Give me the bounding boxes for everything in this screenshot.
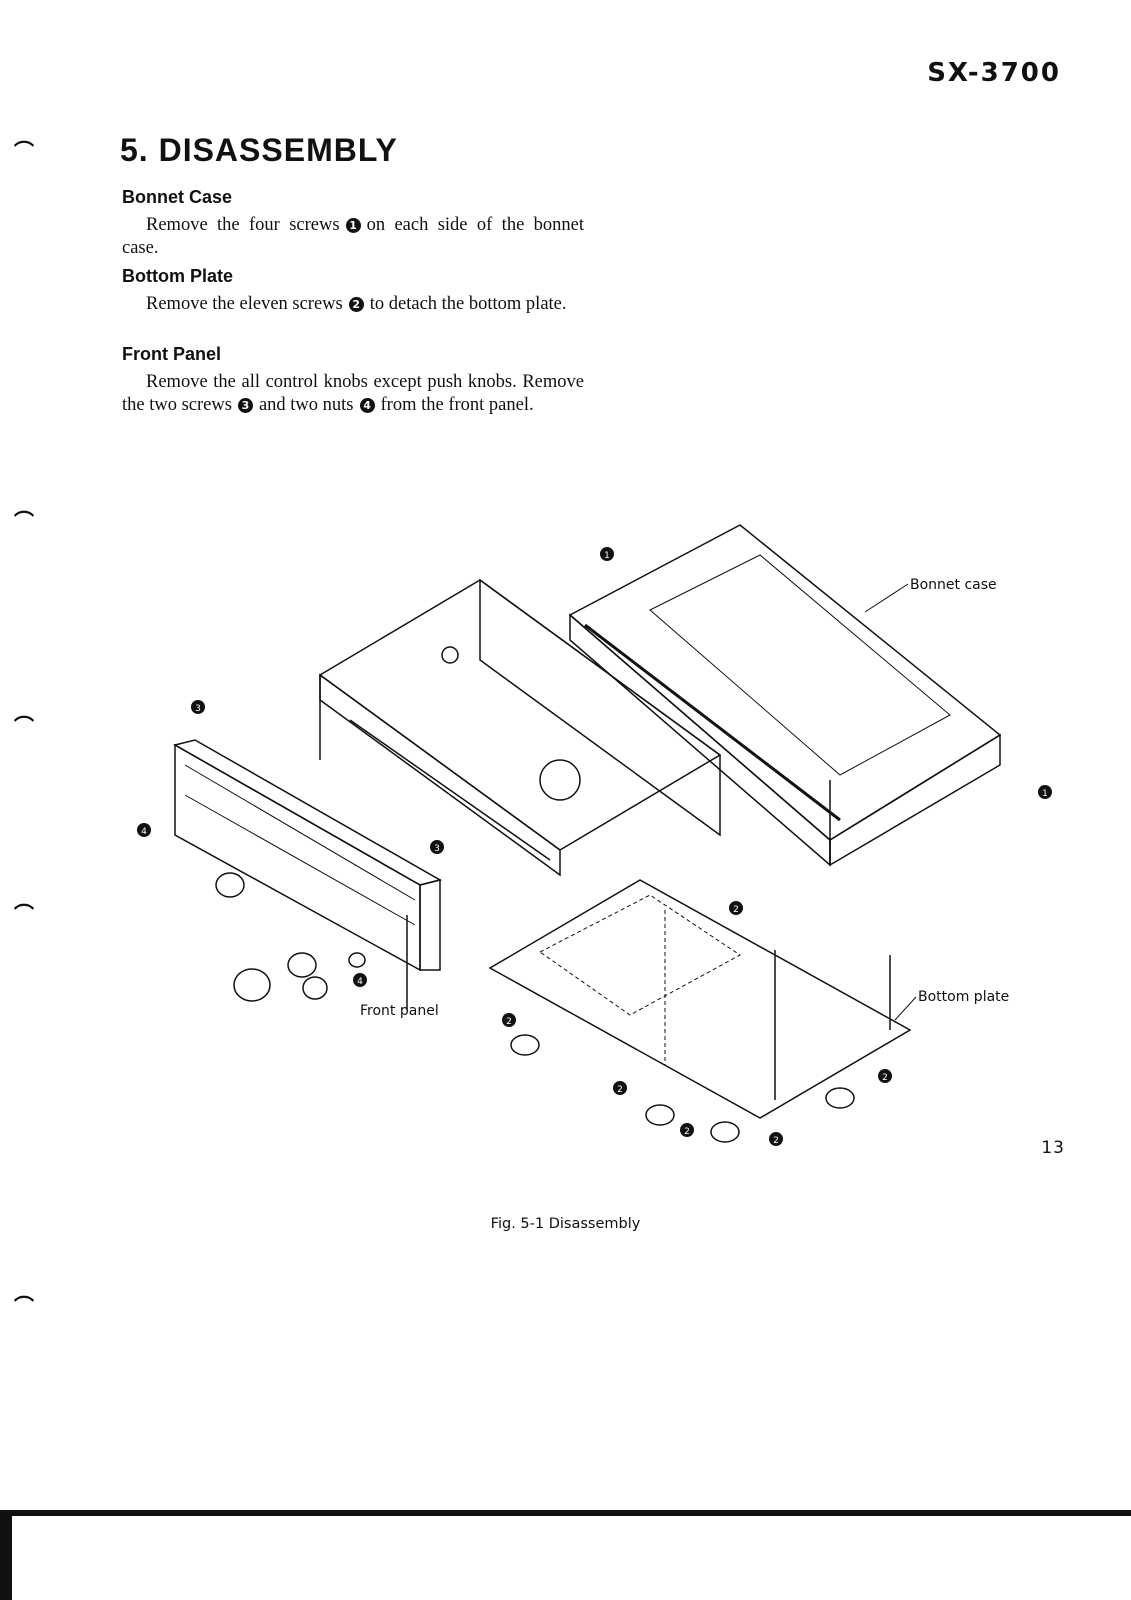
marker-2: 2 [733, 905, 739, 915]
section-heading: Front Panel [122, 344, 222, 364]
marker-2: 2 [773, 1136, 779, 1146]
section-front-panel: Front Panel Remove the all control knobs… [122, 344, 584, 417]
bottom-plate-drawing [488, 879, 912, 1143]
marker-2: 2 [617, 1085, 623, 1095]
marker-1: 1 [604, 551, 610, 561]
marker-1: 1 [1042, 789, 1048, 799]
figure-caption: Fig. 5-1 Disassembly [490, 1216, 641, 1232]
label-bonnet-case: Bonnet case [910, 577, 997, 593]
marker-3: 3 [434, 844, 440, 854]
callout-number: 1 [345, 218, 361, 234]
page-number: 13 [1041, 1138, 1065, 1158]
callout-number: 2 [348, 297, 364, 313]
label-front-panel: Front panel [360, 1003, 439, 1019]
section-text: Remove the all control knobs except push… [122, 372, 584, 415]
marker-3: 3 [195, 704, 201, 714]
front-panel-drawing [173, 739, 442, 1010]
section-heading: Bottom Plate [122, 266, 234, 286]
marker-2: 2 [684, 1127, 690, 1137]
bottom-rule [0, 1510, 1131, 1516]
marker-4: 4 [357, 977, 363, 987]
page-title: 5. DISASSEMBLY [120, 132, 398, 168]
callout-markers: 1 1 3 3 4 4 2 2 2 2 2 2 [137, 547, 1052, 1146]
bonnet-case-drawing [568, 524, 1002, 867]
marker-2: 2 [506, 1017, 512, 1027]
margin-mark: ⌒ [14, 714, 34, 738]
marker-2: 2 [882, 1073, 888, 1083]
label-bottom-plate: Bottom plate [918, 989, 1009, 1005]
chassis-drawing [318, 578, 722, 877]
margin-mark: ⌒ [14, 509, 34, 533]
margin-mark: ⌒ [14, 1294, 34, 1318]
model-number: SX-3700 [927, 58, 1061, 88]
callout-number: 3 [237, 398, 253, 414]
marker-4: 4 [141, 827, 147, 837]
disassembly-diagram: Bonnet case Bottom plate Front panel 1 1… [137, 524, 1052, 1146]
section-heading: Bonnet Case [122, 187, 233, 207]
bottom-rule-left [0, 1510, 12, 1600]
margin-mark: ⌒ [14, 902, 34, 926]
callout-number: 4 [359, 398, 375, 414]
margin-mark: ⌒ [14, 139, 34, 163]
